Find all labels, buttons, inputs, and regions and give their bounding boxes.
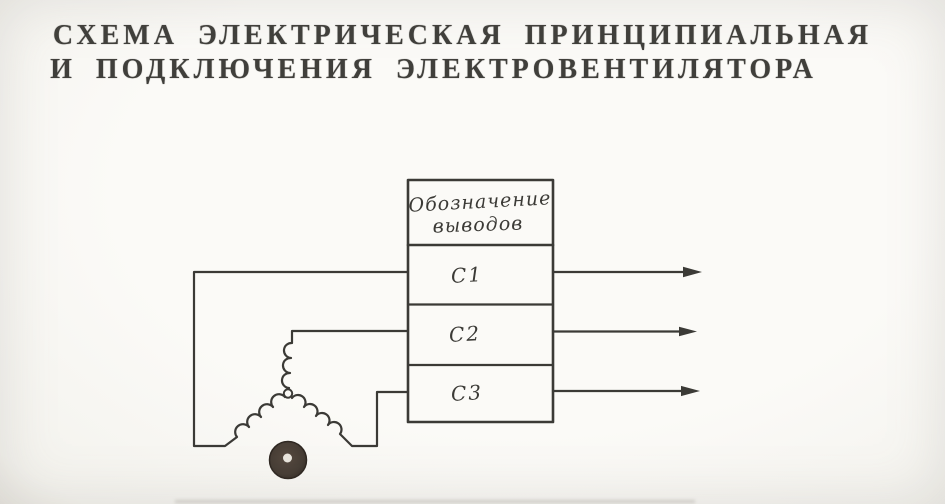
- terminal-label-c2: С2: [448, 321, 481, 347]
- page-title-line1: СХЕМА ЭЛЕКТРИЧЕСКАЯ ПРИНЦИПИАЛЬНАЯ: [52, 20, 873, 51]
- wire-phase-c3-and-right-winding-coil: [290, 390, 410, 448]
- page-title-line2: И ПОДКЛЮЧЕНИЯ ЭЛЕКТРОВЕНТИЛЯТОРА: [50, 54, 817, 85]
- output-arrow-head-c3-icon: [681, 385, 700, 397]
- output-arrow-head-c1-icon: [683, 266, 702, 278]
- terminal-box-header-line2: выводов: [432, 212, 523, 237]
- rotor-disc-hole: [283, 453, 292, 463]
- terminal-box-header-line1: Обозначение: [408, 187, 552, 216]
- rotor-disc-icon: [268, 440, 308, 480]
- page-title: СХЕМА ЭЛЕКТРИЧЕСКАЯ ПРИНЦИПИАЛЬНАЯ И ПОД…: [0, 19, 945, 87]
- wire-phase-c2-and-middle-winding-coil: [280, 329, 410, 390]
- star-node-icon: [282, 388, 294, 399]
- terminal-box: [406, 178, 555, 424]
- output-arrow-head-c2-icon: [679, 326, 697, 337]
- terminal-label-c1: С1: [450, 262, 483, 288]
- terminal-label-c3: С3: [450, 380, 483, 406]
- wire-phase-c1-and-left-winding-coil: [192, 270, 410, 448]
